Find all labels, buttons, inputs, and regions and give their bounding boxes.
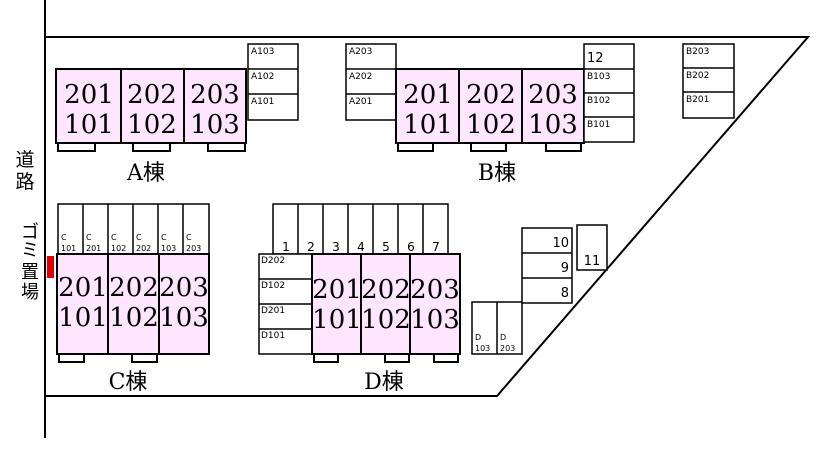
road-label-1: 道: [15, 149, 34, 171]
unit-c-102: 102: [109, 303, 159, 333]
unit-a-202: 202: [127, 80, 177, 110]
parking-8: 8: [561, 286, 569, 301]
unit-d-102: 102: [361, 305, 411, 335]
parking-c201-number: 201: [86, 244, 101, 253]
parking-a203: A203: [349, 47, 372, 57]
parking-d203-prefix: D: [500, 333, 506, 342]
unit-b-102: 102: [466, 110, 516, 140]
road-label-2: 路: [15, 171, 34, 193]
unit-a-201: 201: [64, 80, 114, 110]
parking-b2: B203 B202 B201: [682, 43, 735, 119]
parking-d-7: 7: [432, 240, 440, 254]
unit-c-101: 101: [58, 303, 108, 333]
parking-c103-number: 103: [161, 244, 176, 253]
parking-d-5: 5: [382, 240, 390, 254]
unit-a-101: 101: [64, 110, 114, 140]
parking-b103: B103: [587, 72, 610, 82]
parking-d102: D102: [261, 281, 285, 291]
trash-label-char-4: 場: [21, 282, 39, 302]
unit-b-103: 103: [528, 110, 578, 140]
building-b: 201 202 203 101 102 103 B棟: [395, 68, 585, 186]
building-a: 201 202 203 101 102 103 A棟: [55, 68, 247, 186]
unit-b-202: 202: [466, 80, 516, 110]
parking-12: 12: [587, 51, 604, 66]
parking-c: C 101 C 201 C 102 C 202 C 103 C 203: [57, 203, 210, 255]
parking-d-bottom: D 103 D 203: [471, 301, 523, 355]
parking-a201: A201: [349, 97, 372, 107]
parking-d-6: 6: [407, 240, 415, 254]
unit-a-102: 102: [127, 110, 177, 140]
parking-a202: A202: [349, 72, 372, 82]
unit-d-103: 103: [410, 305, 460, 335]
building-a-body: [55, 68, 247, 144]
unit-c-201: 201: [58, 273, 108, 303]
site-boundary: [45, 36, 811, 397]
parking-c101-prefix: C: [61, 233, 67, 242]
parking-d-top: 1 2 3 4 5 6 7: [272, 203, 449, 255]
parking-c203-prefix: C: [186, 233, 192, 242]
parking-a102: A102: [251, 72, 274, 82]
parking-c102-prefix: C: [111, 233, 117, 242]
parking-d-2: 2: [307, 240, 315, 254]
unit-a-203: 203: [190, 80, 240, 110]
parking-d-1: 1: [282, 240, 290, 254]
parking-10: 10: [552, 236, 569, 251]
parking-d-3: 3: [332, 240, 340, 254]
unit-a-103: 103: [190, 110, 240, 140]
building-c-body: [56, 253, 210, 355]
unit-c-202: 202: [109, 273, 159, 303]
parking-c101-number: 101: [61, 244, 76, 253]
building-d-body: [311, 253, 461, 355]
unit-c-103: 103: [159, 303, 209, 333]
parking-a2: A203 A202 A201: [345, 43, 397, 121]
parking-b101: B101: [587, 120, 610, 130]
trash-label: ゴ ミ 置 場: [21, 222, 39, 302]
unit-d-101: 101: [312, 305, 362, 335]
parking-d101: D101: [261, 331, 285, 341]
parking-c201-prefix: C: [86, 233, 92, 242]
parking-a101: A101: [251, 97, 274, 107]
building-d-label: D棟: [364, 370, 404, 395]
parking-d103-number: 103: [475, 344, 490, 353]
unit-c-203: 203: [159, 273, 209, 303]
parking-c202-number: 202: [136, 244, 151, 253]
parking-c102-number: 102: [111, 244, 126, 253]
parking-b102: B102: [587, 96, 610, 106]
parking-b: 12 B103 B102 B101: [583, 43, 635, 143]
parking-c103-prefix: C: [161, 233, 167, 242]
building-b-label: B棟: [478, 161, 516, 186]
building-c-label: C棟: [109, 370, 148, 395]
parking-11: 11: [584, 254, 601, 269]
parking-b201: B201: [686, 95, 709, 105]
parking-c203-number: 203: [186, 244, 201, 253]
parking-c202-prefix: C: [136, 233, 142, 242]
building-a-label: A棟: [126, 161, 165, 186]
unit-b-101: 101: [403, 110, 453, 140]
parking-d201: D201: [261, 306, 285, 316]
parking-9: 9: [561, 261, 569, 276]
parking-d103-prefix: D: [475, 333, 481, 342]
parking-right: 10 9 8 11: [521, 224, 608, 304]
parking-d203-number: 203: [500, 344, 515, 353]
building-c: 201 202 203 101 102 103 C棟: [56, 253, 210, 395]
unit-d-203: 203: [410, 275, 460, 305]
parking-a103: A103: [251, 47, 274, 57]
trash-label-char-3: 置: [21, 262, 39, 282]
parking-b203: B203: [686, 47, 709, 57]
unit-b-203: 203: [528, 80, 578, 110]
trash-label-char-2: ミ: [21, 240, 39, 260]
unit-d-201: 201: [312, 275, 362, 305]
trash-label-char-1: ゴ: [21, 222, 39, 242]
building-d: 201 202 203 101 102 103 D棟: [311, 253, 461, 395]
trash-area: [47, 256, 54, 278]
parking-d-left: D202 D102 D201 D101: [258, 253, 313, 355]
parking-d202: D202: [261, 256, 285, 266]
parking-b202: B202: [686, 71, 709, 81]
parking-a: A103 A102 A101: [247, 43, 299, 121]
unit-d-202: 202: [361, 275, 411, 305]
unit-b-201: 201: [403, 80, 453, 110]
parking-d-4: 4: [357, 240, 365, 254]
